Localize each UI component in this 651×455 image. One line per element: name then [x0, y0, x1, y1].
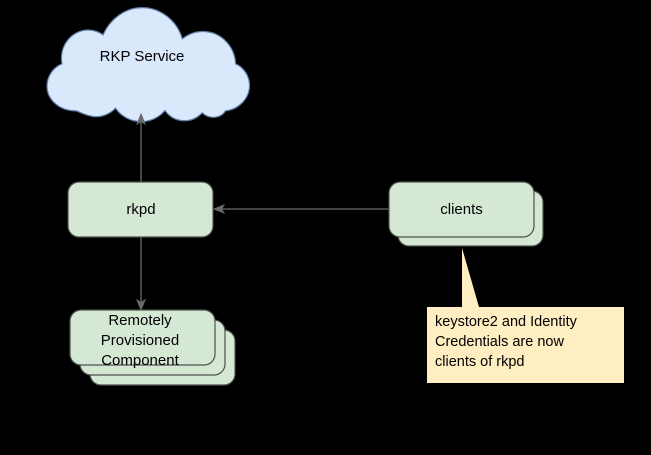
edge-rkpd-to-rpc [135, 237, 147, 312]
callout-body [427, 307, 624, 383]
edge-rkpd-to-cloud [135, 112, 147, 182]
edge-clients-to-rkpd [212, 203, 389, 215]
node-clients[interactable] [388, 181, 544, 247]
node-rkpd[interactable] [67, 181, 214, 238]
cloud-shape [46, 6, 251, 123]
arrowhead-left-icon [212, 203, 226, 215]
arrowhead-down-icon [135, 298, 147, 312]
callout-note[interactable] [427, 248, 624, 383]
rkpd-box [67, 181, 214, 238]
node-remotely-provisioned-component[interactable] [69, 309, 236, 386]
callout-pointer [462, 248, 479, 307]
node-cloud-rkp-service[interactable] [46, 6, 251, 123]
clients-box-layer-1 [388, 181, 535, 238]
arrowhead-up-icon [135, 112, 147, 126]
rpc-box-layer-1 [69, 309, 216, 366]
